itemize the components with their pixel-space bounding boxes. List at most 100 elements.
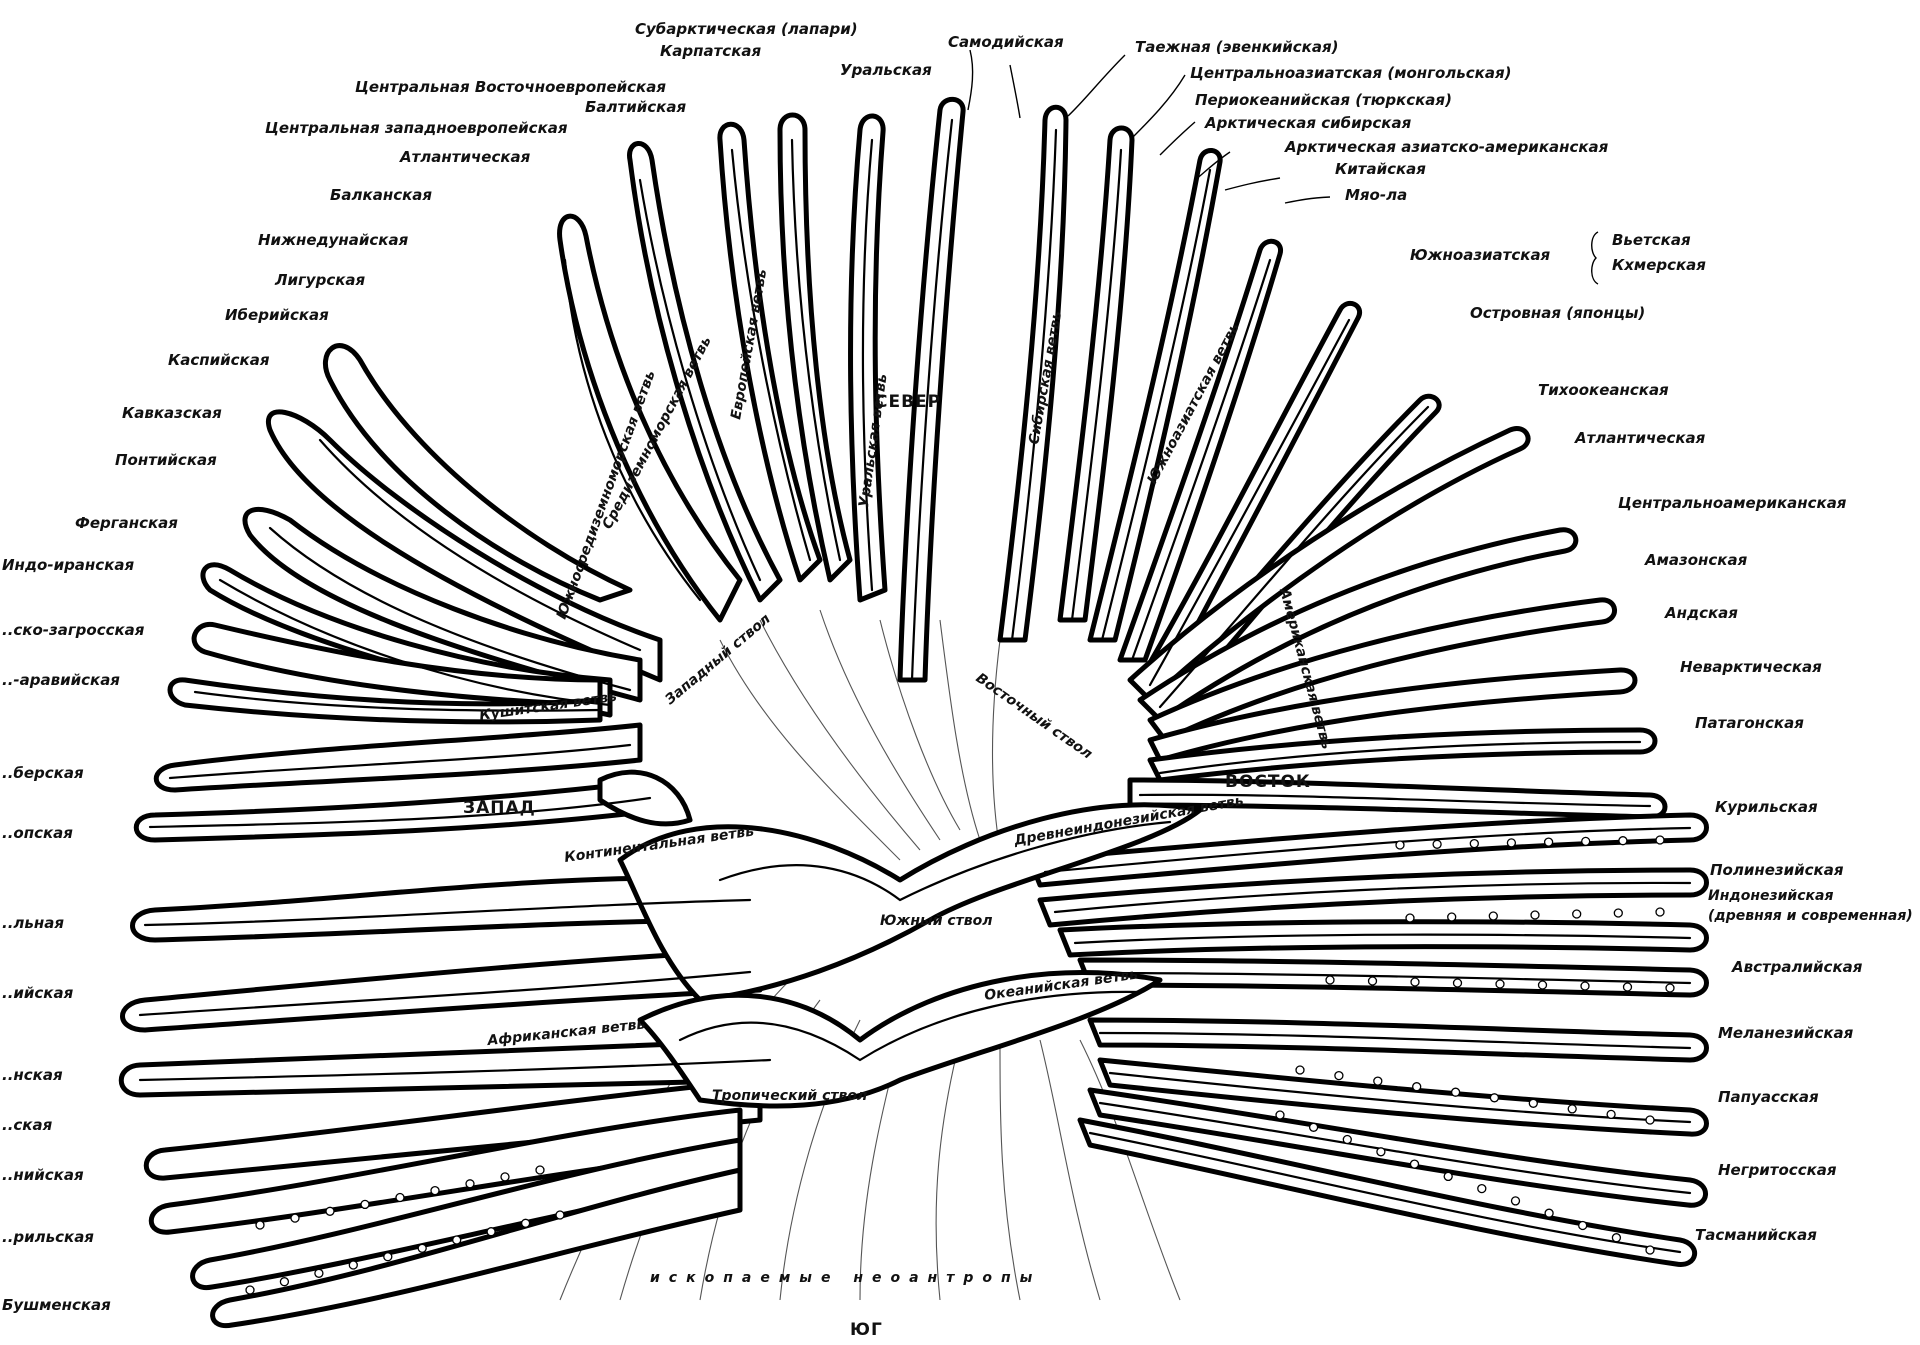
label-viet: Вьетская (1612, 231, 1691, 249)
limb-dot (326, 1207, 334, 1215)
limb-dot (487, 1228, 495, 1236)
trunk-southern: Южный ствол (880, 913, 993, 929)
label-caspian: Каспийская (168, 351, 270, 369)
label-balkan: Балканская (330, 186, 432, 204)
label-chinese: Китайская (1335, 160, 1426, 178)
label-ethiopian: ..опская (2, 824, 73, 842)
limb-dot (1614, 909, 1622, 917)
limb-dot (280, 1278, 288, 1286)
label-south-asian: Южноазиатская (1410, 246, 1551, 264)
label-subarctic: Субарктическая (лапари) (635, 20, 858, 38)
limb-dot (1454, 979, 1462, 987)
limb-dot (501, 1173, 509, 1181)
limb-dot (1646, 1246, 1654, 1254)
label-amazonian: Амазонская (1644, 551, 1748, 569)
label-taiga: Таежная (эвенкийская) (1135, 38, 1338, 56)
limb-dot (246, 1286, 254, 1294)
limb-dot (536, 1166, 544, 1174)
label-baltic: Балтийская (585, 98, 686, 116)
limb-dot (256, 1221, 264, 1229)
label-zagros: ..ско-загросская (2, 621, 145, 639)
label-atlantic-west: Атлантическая (399, 148, 531, 166)
limb-dot (1377, 1148, 1385, 1156)
limb-dot (1579, 1222, 1587, 1230)
limb-dot (1656, 836, 1664, 844)
direction-west: ЗАПАД (463, 798, 536, 818)
limb-dot (556, 1211, 564, 1219)
limb-dot (1619, 837, 1627, 845)
label-miao: Мяо-ла (1345, 186, 1407, 204)
limb-dot (1374, 1077, 1382, 1085)
label-caucasian: Кавказская (122, 404, 222, 422)
limb-dot (1276, 1111, 1284, 1119)
label-kurile: Курильская (1715, 798, 1818, 816)
label-left-18: ..рильская (2, 1228, 94, 1246)
label-left-15: ..нская (2, 1066, 63, 1084)
label-pontic: Понтийская (115, 451, 217, 469)
label-central-asian: Центральноазиатская (монгольская) (1190, 64, 1511, 82)
label-patagonian: Патагонская (1695, 714, 1804, 732)
label-iberian: Иберийская (225, 306, 329, 324)
label-island-japanese: Островная (японцы) (1470, 304, 1645, 322)
limb-dot (1413, 1083, 1421, 1091)
limb-dot (1624, 983, 1632, 991)
label-perioceanic: Периокеанийская (тюркская) (1195, 91, 1452, 109)
limb-dot (1539, 981, 1547, 989)
limb-dot (1656, 908, 1664, 916)
limb-dot (384, 1253, 392, 1261)
limb-dot (1512, 1197, 1520, 1205)
label-bushman: Бушменская (2, 1296, 111, 1314)
limb-dot (1326, 976, 1334, 984)
label-left-16: ..ская (2, 1116, 53, 1134)
limb-dot (1296, 1066, 1304, 1074)
label-lower-danube: Нижнедунайская (258, 231, 409, 249)
label-indonesian: Индонезийская (1708, 888, 1833, 904)
label-left-14: ..ийская (2, 984, 74, 1002)
label-indo-iranian: Индо-иранская (2, 556, 134, 574)
limb-dot (1411, 1160, 1419, 1168)
limb-dot (361, 1200, 369, 1208)
limb-dot (1448, 913, 1456, 921)
limb-dot (1607, 1110, 1615, 1118)
limb-dot (349, 1261, 357, 1269)
limb-dot (1489, 912, 1497, 920)
label-uralic: Уральская (840, 61, 932, 79)
limb-dot (1666, 984, 1674, 992)
label-fergana: Ферганская (75, 514, 178, 532)
label-polynesian: Полинезийская (1710, 861, 1844, 879)
limb-dot (1411, 978, 1419, 986)
label-left-17: ..нийская (2, 1166, 84, 1184)
label-central-west-european: Центральная западноевропейская (265, 119, 568, 137)
label-khmer: Кхмерская (1612, 256, 1706, 274)
label-arctic-siberian: Арктическая сибирская (1204, 114, 1412, 132)
label-papuan: Папуасская (1718, 1088, 1819, 1106)
label-arabian: ..-аравийская (2, 671, 120, 689)
limb-dot (1545, 838, 1553, 846)
limb-dot (1490, 1094, 1498, 1102)
limb-dot (1343, 1136, 1351, 1144)
label-central-east-european: Центральная Восточноевропейская (355, 78, 666, 96)
limb-dot (1568, 1105, 1576, 1113)
label-central-american: Центральноамериканская (1618, 494, 1847, 512)
limb-dot (1396, 841, 1404, 849)
limb-dot (396, 1194, 404, 1202)
label-left-13: ..льная (2, 914, 64, 932)
limb-dot (1452, 1088, 1460, 1096)
limb-dot (1612, 1234, 1620, 1242)
limb-dot (1646, 1116, 1654, 1124)
trunk-fossil-neoanthropes: ископаемые неоантропы (650, 1270, 1041, 1286)
south-asian-brace (1592, 232, 1598, 284)
label-samoyedic: Самодийская (948, 33, 1064, 51)
label-andean: Андская (1664, 604, 1738, 622)
label-melanesian: Меланезийская (1718, 1024, 1854, 1042)
limb-dot (1310, 1123, 1318, 1131)
limb-dot (315, 1269, 323, 1277)
limb-dot (418, 1244, 426, 1252)
label-indonesian-note: (древняя и современная) (1708, 908, 1913, 924)
limb-dot (1406, 914, 1414, 922)
limb-dot (1470, 840, 1478, 848)
label-tasmanian: Тасманийская (1695, 1226, 1817, 1244)
label-nearctic: Неварктическая (1680, 658, 1822, 676)
